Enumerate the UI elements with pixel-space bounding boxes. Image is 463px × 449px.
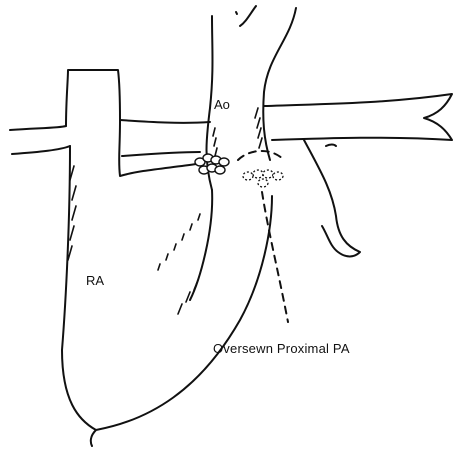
pa-trunk-right-wall [304, 140, 360, 257]
svc-lower-wall [12, 146, 70, 154]
ventricle-outline [62, 146, 272, 446]
pa-small-mark [326, 145, 336, 147]
oversewn-pa-caption: Oversewn Proximal PA [213, 342, 350, 355]
svc-upper-wall [10, 126, 66, 130]
anastomosis-sutures [195, 154, 229, 174]
ventricle-shading [68, 166, 200, 314]
aorta-right-wall [263, 8, 296, 160]
svc-right-limb [120, 120, 210, 123]
right-atrium-wall [66, 70, 120, 126]
aorta-shading [213, 108, 262, 156]
pa-branch-top [264, 94, 452, 140]
svc-tube [119, 120, 200, 176]
ink-speck [236, 12, 237, 14]
oversewn-pa-stump [243, 170, 283, 187]
aorta-top-notch [240, 6, 256, 26]
aorta-label: Ao [214, 98, 230, 111]
right-atrium-label: RA [86, 274, 104, 287]
